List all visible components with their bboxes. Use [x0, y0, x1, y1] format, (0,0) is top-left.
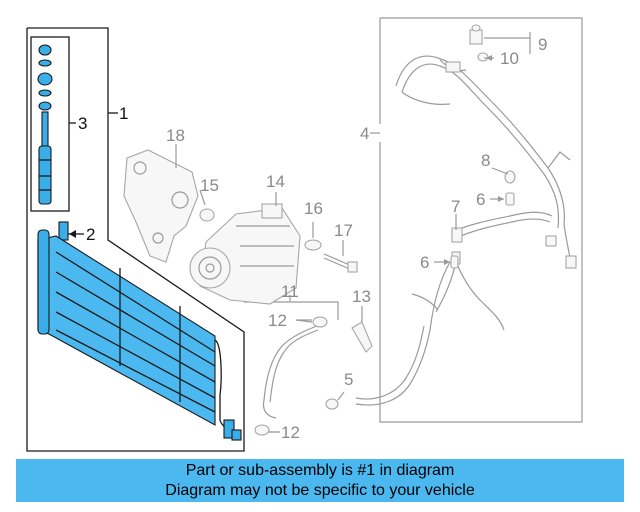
drier-kit-part [37, 44, 53, 205]
callout-13: 13 [352, 287, 371, 306]
valve-part-9 [469, 24, 483, 45]
cap-seal [38, 44, 52, 56]
drier-rod [41, 111, 49, 147]
o-ring-lower [38, 101, 52, 111]
callout-4: 4 [360, 124, 369, 143]
assembly-11-outline [244, 301, 339, 320]
o-ring-12b [254, 424, 270, 436]
condenser-fitting [223, 419, 235, 439]
washer-part-16 [304, 239, 322, 251]
assembly-3-box [30, 36, 70, 212]
assembly-1-outline [26, 27, 245, 452]
hose-part-4-middle [435, 211, 553, 331]
drier-cartridge [38, 145, 52, 205]
o-ring-12a [312, 316, 328, 328]
info-banner: Part or sub-assembly is #1 in diagram Di… [16, 459, 624, 502]
o-ring-5 [325, 398, 339, 410]
o-ring-top [38, 59, 52, 67]
fitting-6a [505, 192, 515, 206]
callout-5: 5 [344, 370, 353, 389]
callout-2: 2 [86, 225, 95, 244]
bolt-part-17 [323, 240, 358, 273]
bracket-part-13 [351, 306, 373, 353]
condenser-part [37, 229, 242, 441]
callout-15: 15 [200, 176, 219, 195]
callout-9: 9 [538, 35, 547, 54]
assembly-4-outline [379, 17, 583, 423]
leaders-gray [268, 32, 531, 433]
condenser-receiver [37, 229, 50, 335]
callout-12a: 12 [268, 311, 287, 330]
fitting-6b [450, 255, 459, 269]
hose-part-4-upper [395, 55, 577, 269]
callout-12b: 12 [281, 423, 300, 442]
callout-6b: 6 [420, 253, 429, 272]
callout-10: 10 [500, 49, 519, 68]
o-ring-10 [477, 52, 489, 62]
callout-3: 3 [78, 114, 87, 133]
hose-part-4-lower [325, 261, 451, 410]
callout-17: 17 [334, 221, 353, 240]
callout-6a: 6 [476, 190, 485, 209]
callout-18: 18 [166, 126, 185, 145]
leader-2-arrow [69, 230, 76, 238]
callout-14: 14 [266, 172, 285, 191]
callout-11: 11 [281, 282, 299, 301]
compressor-part [189, 192, 301, 305]
cap-middle [37, 72, 53, 86]
banner-line-2: Diagram may not be specific to your vehi… [165, 482, 475, 499]
hose-part-11 [254, 316, 328, 436]
callout-16: 16 [304, 199, 323, 218]
callout-8: 8 [481, 151, 490, 170]
callout-1: 1 [119, 104, 128, 123]
plug-part-15 [199, 208, 215, 222]
cap-part-2 [58, 221, 69, 241]
bracket-part [123, 144, 199, 263]
o-ring-middle [38, 89, 52, 97]
banner-line-1: Part or sub-assembly is #1 in diagram [185, 462, 455, 479]
callout-7: 7 [451, 197, 460, 216]
